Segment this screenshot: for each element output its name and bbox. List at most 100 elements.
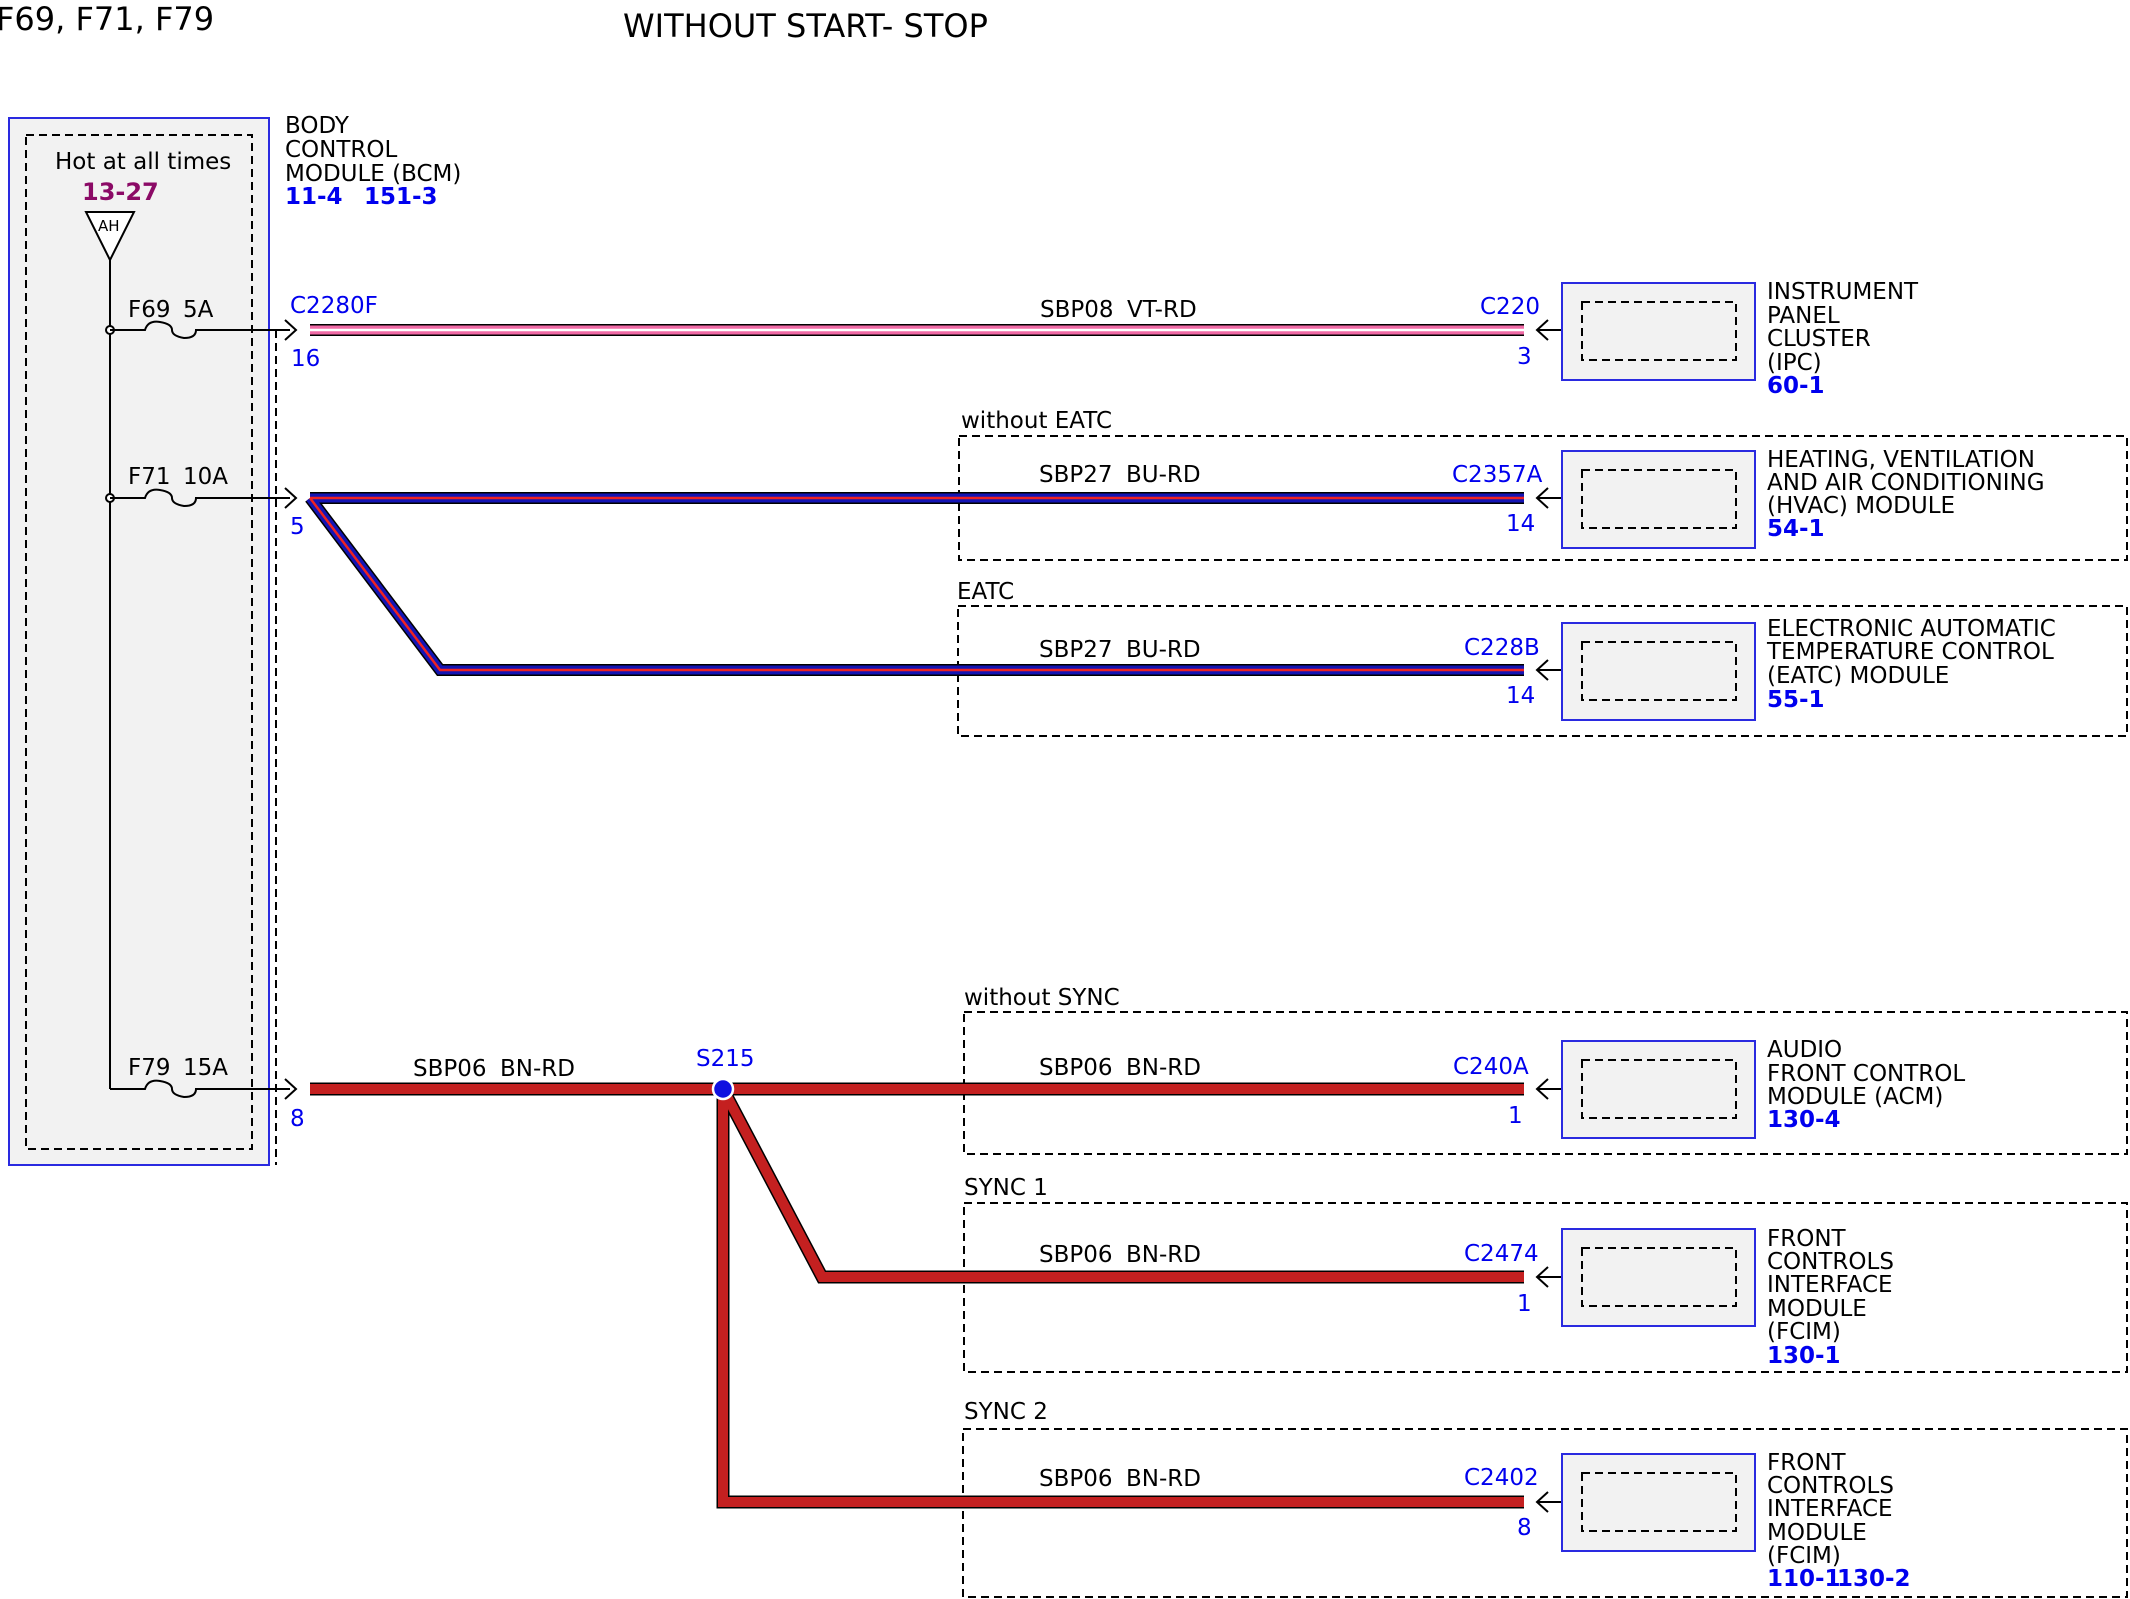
wire-label-sbp06-fcim2-color: BN-RD <box>1126 1466 1201 1492</box>
fuse-f79-id: F79 <box>128 1055 171 1081</box>
bcm-border <box>8 117 270 1166</box>
module-fcim1-name-4: MODULE <box>1767 1296 1867 1322</box>
wire-label-sbp06-fcim1-id: SBP06 <box>1039 1242 1113 1268</box>
fuse-row-f79: F79 15A 8 <box>110 1055 305 1132</box>
connector-ipc-icon <box>1535 319 1562 341</box>
module-hvac[interactable]: HEATING, VENTILATION AND AIR CONDITIONIN… <box>1561 447 2045 549</box>
variant-label-without-sync: without SYNC <box>964 985 1120 1011</box>
module-eatc-box <box>1561 622 1756 721</box>
module-fcim1-name-3: INTERFACE <box>1767 1272 1893 1298</box>
module-eatc-name-3: (EATC) MODULE <box>1767 663 1949 689</box>
module-ipc-inner <box>1581 301 1737 361</box>
connector-fcim1: C2474 1 <box>1464 1241 1562 1317</box>
hot-at-all-times-label: Hot at all times <box>55 149 231 175</box>
module-hvac-inner <box>1581 469 1737 529</box>
connector-fcim2-pin: 8 <box>1517 1515 1532 1541</box>
bcm-block: BODY CONTROL MODULE (BCM) 11-4 151-3 Hot… <box>8 113 461 1166</box>
connector-hvac-pin: 14 <box>1506 511 1535 537</box>
module-fcim1-inner <box>1581 1247 1737 1307</box>
module-fcim2-ref-1[interactable]: 110-1 <box>1767 1566 1841 1592</box>
connector-fcim1-pin: 1 <box>1517 1291 1532 1317</box>
connector-fcim2-icon <box>1535 1491 1562 1513</box>
module-fcim1-name-1: FRONT <box>1767 1226 1847 1252</box>
fuse-f69-id: F69 <box>128 297 171 323</box>
connector-fcim2: C2402 8 <box>1464 1465 1562 1541</box>
module-acm-name-2: FRONT CONTROL <box>1767 1061 1965 1087</box>
module-acm-inner <box>1581 1059 1737 1119</box>
module-fcim2-ref-2[interactable]: 130-2 <box>1837 1566 1911 1592</box>
wire-label-sbp27-eatc-id: SBP27 <box>1039 637 1113 663</box>
module-fcim2-name-5: (FCIM) <box>1767 1543 1841 1569</box>
hot-ref[interactable]: 13-27 <box>82 178 159 206</box>
module-fcim2-box <box>1561 1453 1756 1552</box>
splice-s215-dot[interactable] <box>711 1077 735 1101</box>
module-ipc-ref[interactable]: 60-1 <box>1767 373 1825 399</box>
bcm-inner-dashed <box>25 134 253 1150</box>
wire-sbp27-fill <box>306 493 1524 675</box>
module-acm[interactable]: AUDIO FRONT CONTROL MODULE (ACM) 130-4 <box>1561 1037 1965 1139</box>
fuse-row-f71: F71 10A 5 <box>105 464 305 540</box>
module-acm-ref[interactable]: 130-4 <box>1767 1107 1841 1133</box>
fuse-f71-wire <box>110 488 290 508</box>
connector-fcim2-id[interactable]: C2402 <box>1464 1465 1539 1491</box>
module-eatc-name-1: ELECTRONIC AUTOMATIC <box>1767 616 2056 642</box>
fuse-f79-wire <box>110 1079 290 1099</box>
module-ipc-name-1: INSTRUMENT <box>1767 279 1919 305</box>
fuse-f71-rating: 10A <box>183 464 228 490</box>
wire-label-sbp06-bcm-id: SBP06 <box>413 1056 487 1082</box>
bcm-ref-2[interactable]: 151-3 <box>364 184 438 210</box>
variant-box-sync-1 <box>963 1202 2128 1373</box>
fuse-row-f69: F69 5A C2280F 16 <box>105 293 378 372</box>
wire-label-sbp06-acm-color: BN-RD <box>1126 1055 1201 1081</box>
module-fcim2-name-2: CONTROLS <box>1767 1473 1894 1499</box>
fuse-f69-wire <box>110 320 290 340</box>
module-acm-name-3: MODULE (ACM) <box>1767 1084 1943 1110</box>
fuse-f69-rating: 5A <box>183 297 214 323</box>
connector-acm-id[interactable]: C240A <box>1453 1054 1529 1080</box>
module-fcim1-name-5: (FCIM) <box>1767 1319 1841 1345</box>
module-hvac-name-2: AND AIR CONDITIONING <box>1767 470 2045 496</box>
variant-box-sync-2 <box>962 1428 2128 1598</box>
module-ipc-name-4: (IPC) <box>1767 350 1822 376</box>
wire-label-sbp06-acm-id: SBP06 <box>1039 1055 1113 1081</box>
module-hvac-box <box>1561 450 1756 549</box>
module-hvac-ref[interactable]: 54-1 <box>1767 516 1825 542</box>
bcm-ref-1[interactable]: 11-4 <box>285 184 343 210</box>
module-eatc-ref[interactable]: 55-1 <box>1767 687 1825 713</box>
wire-sbp27-hvac-eatc[interactable] <box>305 492 1524 676</box>
module-fcim2-name-1: FRONT <box>1767 1450 1847 1476</box>
connector-hvac-icon <box>1535 487 1562 509</box>
connector-hvac-id[interactable]: C2357A <box>1452 462 1543 488</box>
module-fcim-sync1[interactable]: FRONT CONTROLS INTERFACE MODULE (FCIM) 1… <box>1561 1226 1894 1369</box>
bcm-pin-8: 8 <box>290 1106 305 1132</box>
wire-label-sbp06-bcm-color: BN-RD <box>500 1056 575 1082</box>
wire-label-sbp27-hvac-color: BU-RD <box>1126 462 1201 488</box>
module-eatc[interactable]: ELECTRONIC AUTOMATIC TEMPERATURE CONTROL… <box>1561 616 2056 721</box>
module-eatc-inner <box>1581 641 1737 701</box>
module-fcim1-box <box>1561 1228 1756 1327</box>
bcm-pin-5: 5 <box>290 514 305 540</box>
module-fcim1-ref[interactable]: 130-1 <box>1767 1343 1841 1369</box>
wire-label-sbp27-hvac-id: SBP27 <box>1039 462 1113 488</box>
bcm-connector-c2280f[interactable]: C2280F <box>290 293 378 319</box>
module-acm-name-1: AUDIO <box>1767 1037 1842 1063</box>
connector-eatc-pin: 14 <box>1506 683 1535 709</box>
module-ipc[interactable]: INSTRUMENT PANEL CLUSTER (IPC) 60-1 <box>1561 279 1919 399</box>
module-fcim-sync2[interactable]: FRONT CONTROLS INTERFACE MODULE (FCIM) 1… <box>1561 1450 1911 1592</box>
connector-eatc-id[interactable]: C228B <box>1464 635 1540 661</box>
connector-fcim1-icon <box>1535 1266 1562 1288</box>
connector-eatc: C228B 14 <box>1464 635 1562 709</box>
fuses-title: F69, F71, F79 <box>0 0 214 38</box>
wire-sbp27-body <box>305 492 1524 676</box>
connector-ipc-id[interactable]: C220 <box>1480 294 1540 320</box>
wire-label-sbp06-fcim1-color: BN-RD <box>1126 1242 1201 1268</box>
module-fcim2-name-4: MODULE <box>1767 1520 1867 1546</box>
connector-fcim1-id[interactable]: C2474 <box>1464 1241 1539 1267</box>
connector-ipc: C220 3 <box>1480 294 1562 370</box>
bcm-connector-f79-icon <box>284 1078 298 1100</box>
connector-ipc-pin: 3 <box>1517 344 1532 370</box>
wire-sbp06-sync-branches[interactable] <box>716 1085 1524 1509</box>
module-hvac-name-1: HEATING, VENTILATION <box>1767 447 2035 473</box>
wire-label-sbp06-fcim2-id: SBP06 <box>1039 1466 1113 1492</box>
